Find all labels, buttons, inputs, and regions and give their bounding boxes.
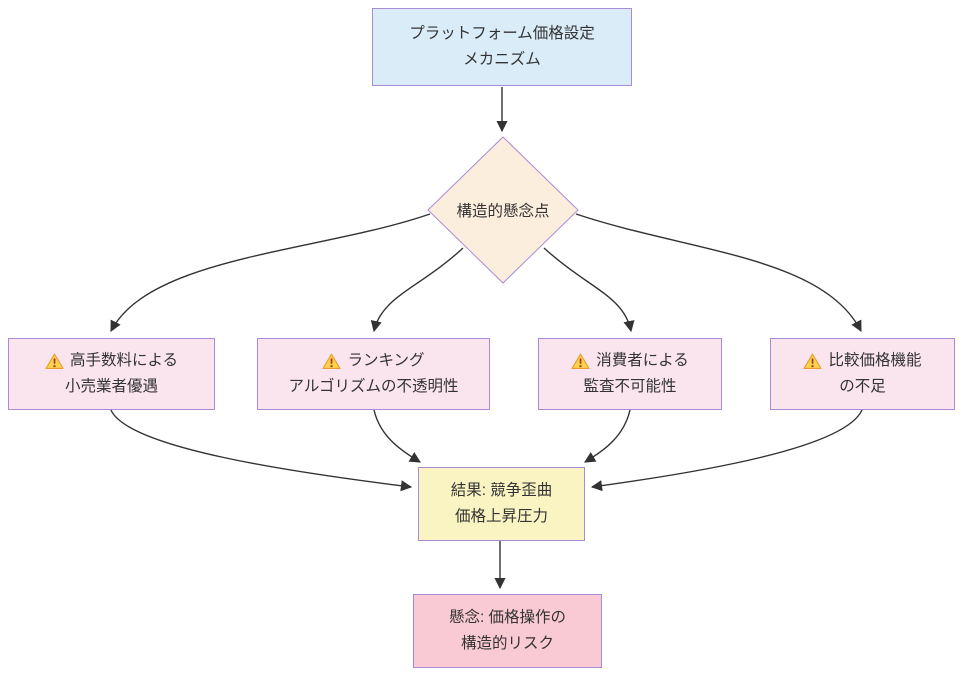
edge-c1-to-result [110,409,413,492]
warning-icon [322,353,342,370]
node-result: 結果: 競争歪曲 価格上昇圧力 [418,467,585,541]
node-label-line: 価格上昇圧力 [454,508,548,525]
warning-icon [803,353,823,370]
edge-decision-to-c4 [575,213,862,332]
node-label-line: 懸念: 価格操作の [448,609,567,627]
node-label-line: の不足 [839,378,886,395]
node-ranking-opacity: ランキング アルゴリズムの不透明性 [257,338,490,410]
edge-decision-to-c1 [110,213,431,332]
node-label-line: 比較価格機能 [828,352,922,370]
edge-decision-to-c3 [543,247,635,333]
edge-c3-to-result [584,409,631,463]
node-risk: 懸念: 価格操作の 構造的リスク [413,594,602,668]
decision-diamond-shape [427,136,579,284]
edge-decision-to-c2 [370,247,464,333]
edge-c2-to-result [373,409,421,463]
node-label-line: 消費者による [596,352,689,370]
node-label-line: 高手数料による [69,352,179,370]
node-label-line: 監査不可能性 [583,378,677,395]
node-high-fees: 高手数料による 小売業者優遇 [8,338,215,410]
node-label-line: 結果: 競争歪曲 [450,482,553,500]
warning-icon [45,353,64,370]
node-label-line: メカニズム [463,51,541,68]
node-label-line: 小売業者優遇 [64,378,158,395]
warning-icon [571,353,590,370]
node-label-line: 構造的リスク [460,635,554,652]
node-label-line: ランキング [347,352,425,370]
node-label-line: プラットフォーム価格設定 [409,25,595,43]
node-platform-pricing: プラットフォーム価格設定 メカニズム [372,8,632,86]
edge-c4-to-result [590,409,863,492]
node-consumer-audit: 消費者による 監査不可能性 [538,338,722,410]
node-price-comparison: 比較価格機能 の不足 [770,338,955,410]
node-label-line: アルゴリズムの不透明性 [288,378,459,395]
